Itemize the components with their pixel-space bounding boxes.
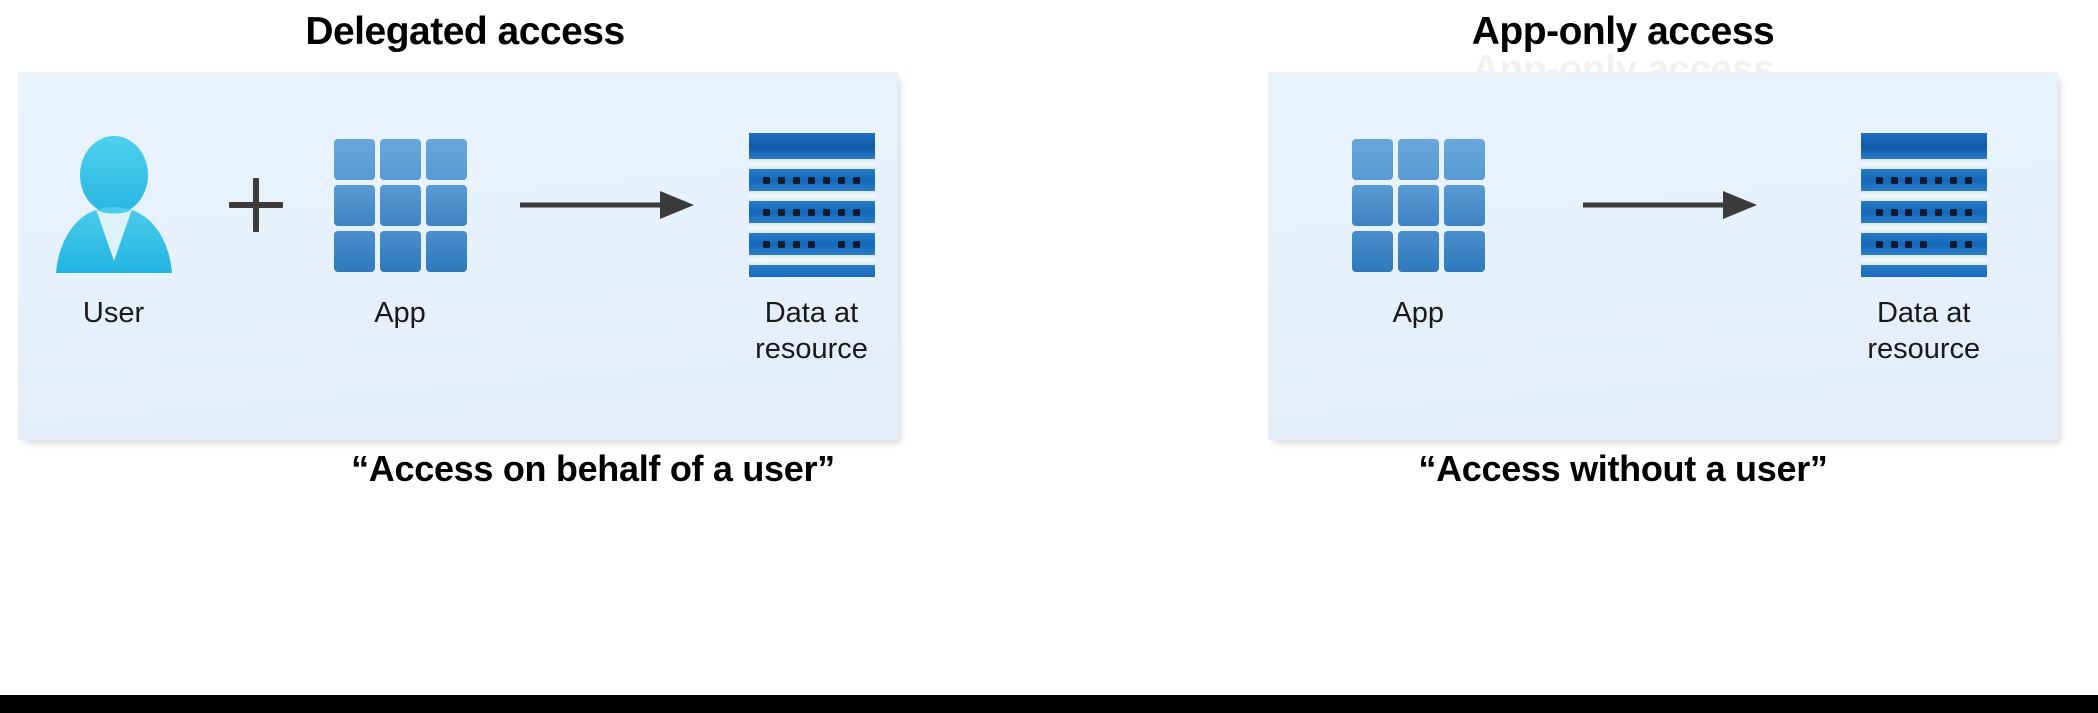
data-rack-icon bbox=[748, 133, 875, 277]
node-user: User bbox=[50, 130, 178, 332]
app-grid-cell bbox=[333, 184, 375, 226]
panel-heading-app-only: App-only access bbox=[1471, 10, 1775, 53]
app-grid-cell bbox=[425, 230, 467, 272]
node-data-label-line2: resource bbox=[755, 332, 868, 365]
bottom-black-bar bbox=[0, 695, 2098, 713]
data-art bbox=[1860, 130, 1987, 280]
user-art bbox=[50, 130, 178, 280]
rack-band-gap bbox=[1860, 159, 1987, 169]
node-data-label-line1: Data at bbox=[1876, 297, 1971, 329]
node-app-label: App bbox=[374, 297, 426, 329]
arrow-art-right bbox=[1569, 130, 1774, 280]
app-grid-cell bbox=[1443, 138, 1485, 180]
icon-row-app-only: App bbox=[1268, 72, 2058, 440]
rack-band-gap bbox=[748, 255, 875, 265]
app-grid-cell bbox=[1397, 230, 1439, 272]
user-icon bbox=[55, 136, 172, 273]
rack-band-dots bbox=[1860, 201, 1987, 223]
app-grid-icon bbox=[333, 138, 467, 272]
app-grid-cell bbox=[1397, 184, 1439, 226]
app-grid-cell bbox=[379, 230, 421, 272]
data-rack-icon bbox=[1860, 133, 1987, 277]
rack-band-gap bbox=[748, 159, 875, 169]
rack-band-solid bbox=[1860, 265, 1987, 277]
panel-heading-delegated: Delegated access bbox=[305, 10, 625, 53]
app-grid-cell bbox=[333, 138, 375, 180]
node-app-label: App bbox=[1392, 297, 1445, 329]
panel-footer-app-only: “Access without a user” bbox=[1418, 448, 1828, 489]
rack-band-solid bbox=[748, 265, 875, 277]
node-app-left: App bbox=[333, 130, 467, 332]
arrow-right-icon bbox=[1583, 191, 1757, 219]
node-data-label: Data at resource bbox=[755, 296, 868, 368]
node-data-right: Data at resource bbox=[1830, 130, 2019, 368]
app-grid-cell bbox=[379, 138, 421, 180]
rack-band-dots bbox=[1860, 233, 1987, 255]
rack-band-gap bbox=[1860, 223, 1987, 233]
plus-art bbox=[224, 130, 288, 280]
arrow-right-icon bbox=[519, 191, 694, 219]
rack-band-dots bbox=[748, 169, 875, 191]
rack-band-gap bbox=[748, 223, 875, 233]
rack-band-dots bbox=[748, 233, 875, 255]
rack-band-dots bbox=[1860, 169, 1987, 191]
rack-band-gap bbox=[1860, 191, 1987, 201]
node-data-label-line2: resource bbox=[1867, 332, 1981, 365]
icon-row-delegated: User bbox=[18, 72, 898, 440]
arrow-art-left bbox=[513, 130, 703, 280]
panel-footer-delegated: “Access on behalf of a user” bbox=[351, 448, 835, 489]
node-data-left: Data at resource bbox=[748, 130, 875, 368]
data-art bbox=[748, 130, 875, 280]
app-grid-cell bbox=[1443, 184, 1485, 226]
app-art bbox=[1351, 130, 1485, 280]
app-grid-cell bbox=[1351, 138, 1393, 180]
app-grid-icon bbox=[1351, 138, 1485, 272]
panel-card-delegated: User bbox=[18, 72, 898, 440]
plus-icon bbox=[228, 178, 283, 232]
app-grid-cell bbox=[1351, 184, 1393, 226]
rack-band-dots bbox=[748, 201, 875, 223]
panel-card-app-only: App bbox=[1268, 72, 2058, 440]
app-grid-cell bbox=[1351, 230, 1393, 272]
rack-band-gap bbox=[748, 191, 875, 201]
node-data-label-line1: Data at bbox=[764, 297, 859, 329]
rack-band-gap bbox=[1860, 255, 1987, 265]
node-data-label: Data at resource bbox=[1867, 296, 1980, 368]
app-art bbox=[333, 130, 467, 280]
app-grid-cell bbox=[1397, 138, 1439, 180]
app-grid-cell bbox=[1443, 230, 1485, 272]
rack-band-solid bbox=[1860, 133, 1987, 159]
app-grid-cell bbox=[333, 230, 375, 272]
panel-delegated-access: Delegated access bbox=[18, 0, 1208, 713]
app-grid-cell bbox=[379, 184, 421, 226]
node-app-right: App bbox=[1324, 130, 1513, 332]
node-user-label: User bbox=[82, 297, 145, 329]
panel-app-only-access: App-only access App-only access bbox=[1268, 0, 2058, 713]
app-grid-cell bbox=[425, 138, 467, 180]
app-grid-cell bbox=[425, 184, 467, 226]
rack-band-solid bbox=[748, 133, 875, 159]
